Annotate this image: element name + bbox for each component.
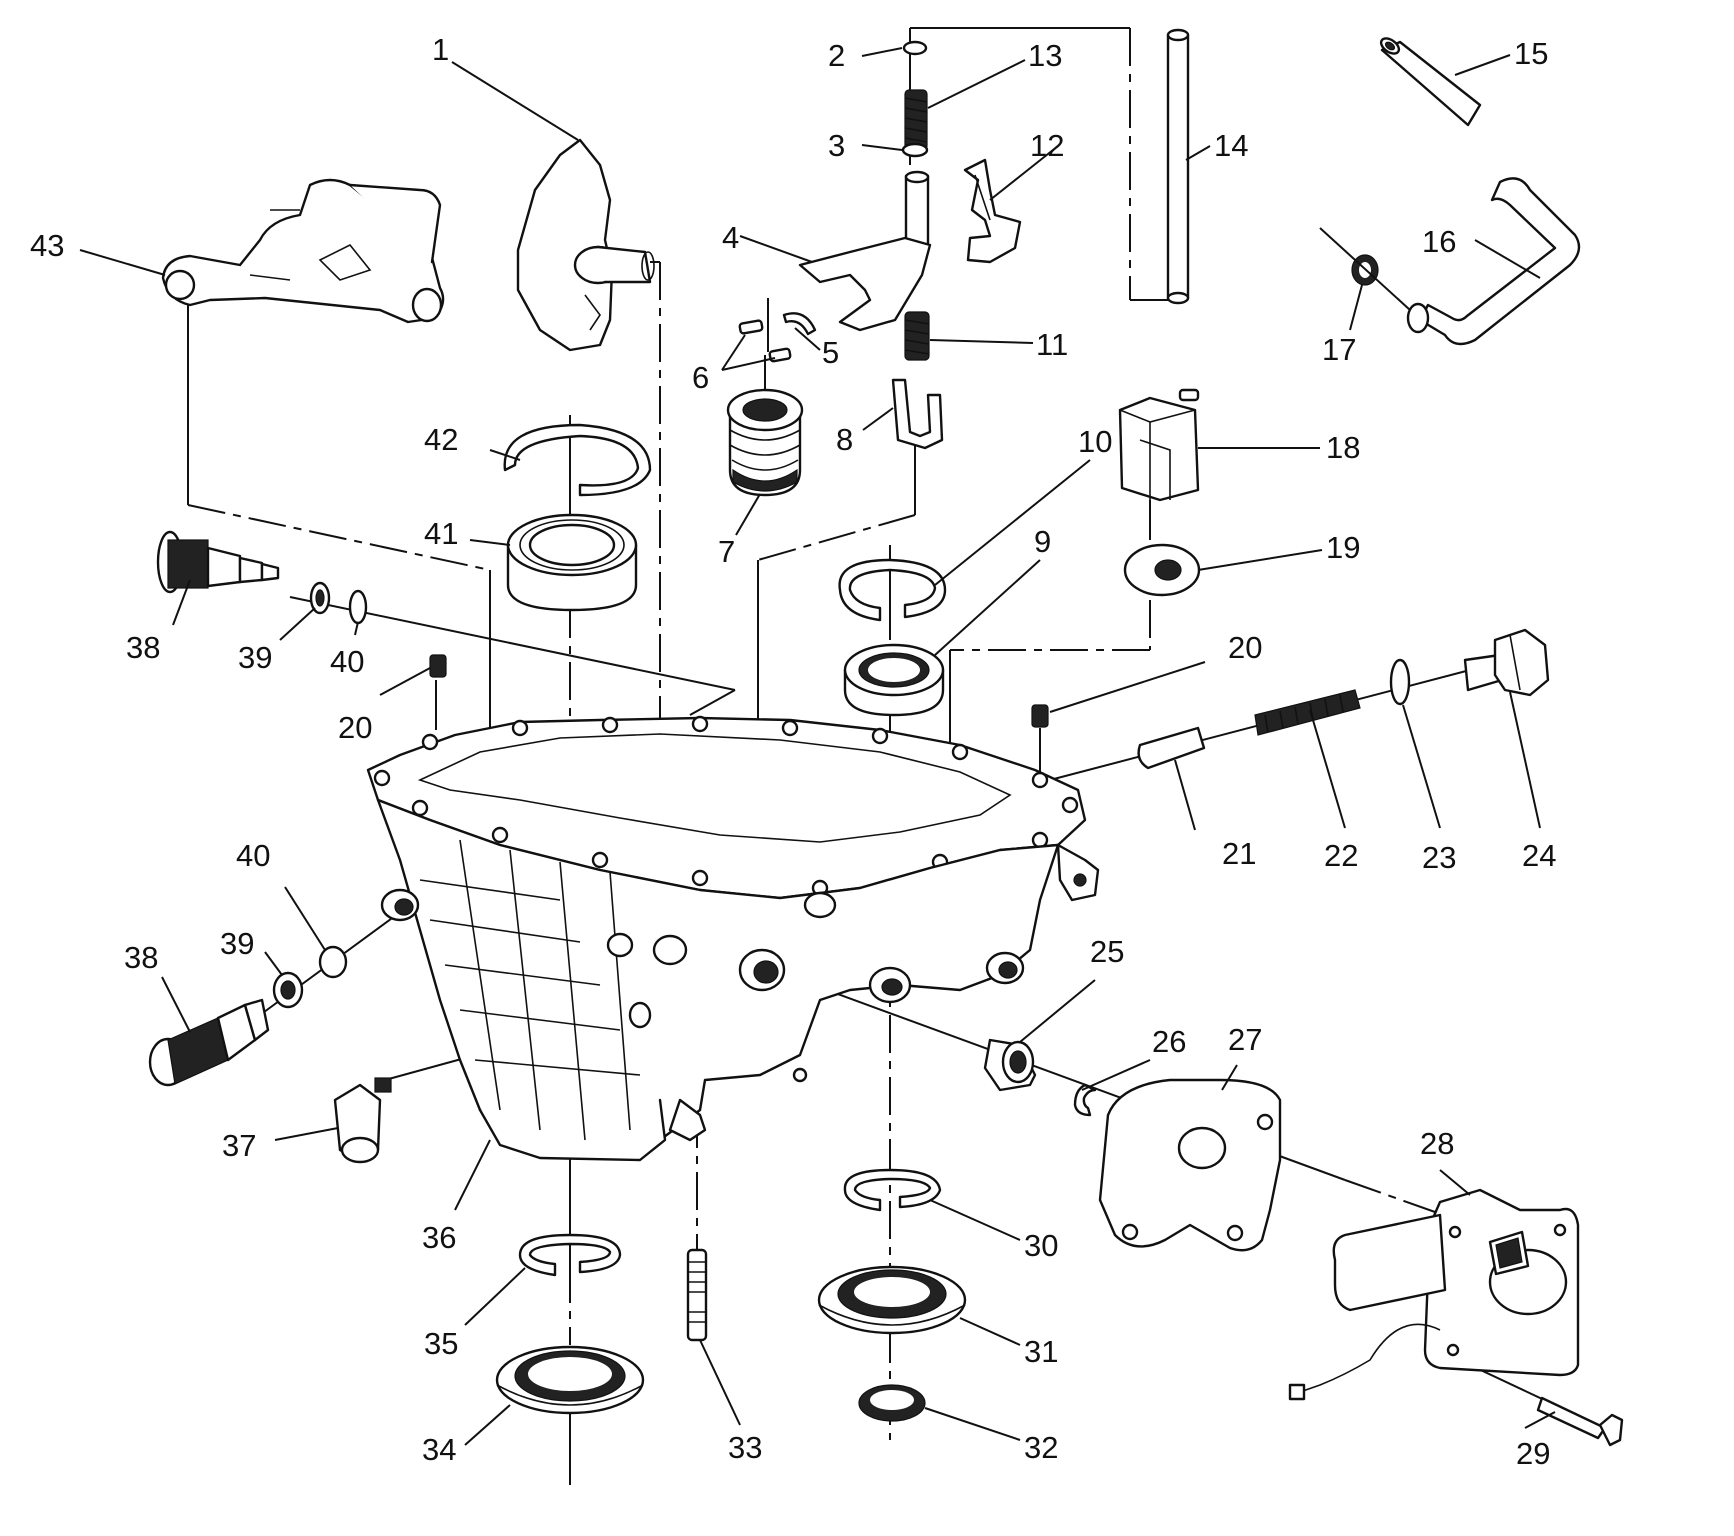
callout-5: 5 bbox=[822, 335, 839, 370]
part-11-spring bbox=[904, 311, 930, 361]
part-6-pins bbox=[738, 298, 792, 363]
callout-24: 24 bbox=[1522, 838, 1556, 873]
part-16-vent-tube bbox=[1406, 177, 1581, 346]
part-4-shift-lever bbox=[798, 236, 932, 332]
callout-33: 33 bbox=[728, 1430, 762, 1465]
callout-34: 34 bbox=[422, 1432, 456, 1467]
part-13-spring bbox=[904, 89, 928, 151]
callout-15: 15 bbox=[1514, 36, 1548, 71]
callout-13: 13 bbox=[1028, 38, 1062, 73]
callout-6: 6 bbox=[692, 360, 709, 395]
part-27-plate bbox=[1098, 1078, 1282, 1252]
part-22-spring bbox=[1254, 689, 1361, 736]
callout-8: 8 bbox=[836, 422, 853, 457]
callout-21: 21 bbox=[1222, 836, 1256, 871]
part-39-washer-upper bbox=[309, 581, 331, 615]
part-39-washer-lower bbox=[272, 971, 304, 1009]
part-2-snap-ring bbox=[902, 40, 928, 56]
part-26-snap-ring bbox=[1073, 1083, 1097, 1117]
part-42-snap-ring bbox=[503, 423, 652, 497]
callout-27: 27 bbox=[1228, 1022, 1262, 1057]
callout-18: 18 bbox=[1326, 430, 1360, 465]
callout-2: 2 bbox=[828, 38, 845, 73]
part-40-o-ring-lower bbox=[318, 945, 348, 979]
part-23-o-ring bbox=[1389, 658, 1411, 706]
part-41-bearing bbox=[506, 513, 638, 612]
callout-7: 7 bbox=[718, 534, 735, 569]
callout-labels: 1 2 3 4 5 6 7 8 9 10 11 12 13 14 15 16 1… bbox=[30, 32, 1556, 1471]
part-10-snap-ring bbox=[838, 558, 947, 622]
part-7-release-bearing bbox=[726, 388, 804, 497]
callout-4: 4 bbox=[722, 220, 739, 255]
callout-17: 17 bbox=[1322, 332, 1356, 367]
part-34-seal bbox=[495, 1345, 645, 1415]
callout-41: 41 bbox=[424, 516, 458, 551]
part-20-plug-right bbox=[1031, 704, 1049, 728]
callout-35: 35 bbox=[424, 1326, 458, 1361]
callout-19: 19 bbox=[1326, 530, 1360, 565]
shift-shaft bbox=[904, 170, 930, 248]
part-17-o-ring bbox=[1319, 227, 1411, 311]
callout-31: 31 bbox=[1024, 1334, 1058, 1369]
part-1-bearing-retainer-cover bbox=[516, 138, 655, 352]
part-25-bushing bbox=[983, 1038, 1037, 1092]
callout-25: 25 bbox=[1090, 934, 1124, 969]
part-38-plug-upper bbox=[156, 530, 280, 594]
callout-36: 36 bbox=[422, 1220, 456, 1255]
part-9-bearing bbox=[843, 643, 945, 717]
callout-37: 37 bbox=[222, 1128, 256, 1163]
part-37-sensor bbox=[333, 1077, 392, 1164]
part-3-washer bbox=[901, 142, 929, 158]
callout-16: 16 bbox=[1422, 224, 1456, 259]
callout-38-lower: 38 bbox=[124, 940, 158, 975]
callout-20-right: 20 bbox=[1228, 630, 1262, 665]
part-14-shift-rail bbox=[1166, 28, 1190, 305]
callout-26: 26 bbox=[1152, 1024, 1186, 1059]
callout-10: 10 bbox=[1078, 424, 1112, 459]
callout-22: 22 bbox=[1324, 838, 1358, 873]
callout-32: 32 bbox=[1024, 1430, 1058, 1465]
callout-39-lower: 39 bbox=[220, 926, 254, 961]
callout-30: 30 bbox=[1024, 1228, 1058, 1263]
callout-1: 1 bbox=[432, 32, 449, 67]
part-30-snap-ring bbox=[843, 1168, 942, 1212]
callout-28: 28 bbox=[1420, 1126, 1454, 1161]
part-31-seal bbox=[817, 1265, 967, 1335]
transmission-case bbox=[366, 715, 1100, 1162]
part-19-washer bbox=[1123, 543, 1201, 597]
callout-9: 9 bbox=[1034, 524, 1051, 559]
part-43-clutch-fork bbox=[161, 178, 445, 324]
callout-40-upper: 40 bbox=[330, 644, 364, 679]
part-12-bracket bbox=[963, 158, 1022, 264]
leader-lines bbox=[79, 47, 1556, 1446]
part-18-sensor bbox=[1118, 388, 1200, 502]
part-35-snap-ring bbox=[518, 1233, 622, 1277]
callout-29: 29 bbox=[1516, 1436, 1550, 1471]
callout-20-left: 20 bbox=[338, 710, 372, 745]
callout-3: 3 bbox=[828, 128, 845, 163]
callout-40-lower: 40 bbox=[236, 838, 270, 873]
part-29-bolt bbox=[1536, 1396, 1624, 1447]
part-28-actuator bbox=[1288, 1188, 1580, 1401]
part-24-plug-bolt bbox=[1463, 628, 1550, 697]
part-33-stud bbox=[686, 1248, 708, 1342]
part-20-plug-left bbox=[429, 654, 447, 678]
callout-14: 14 bbox=[1214, 128, 1248, 163]
callout-12: 12 bbox=[1030, 128, 1064, 163]
part-5-clip bbox=[782, 312, 817, 336]
callout-42: 42 bbox=[424, 422, 458, 457]
callout-11: 11 bbox=[1036, 327, 1068, 362]
callout-39-upper: 39 bbox=[238, 640, 272, 675]
part-15-vent-hose bbox=[1379, 37, 1482, 127]
callout-43: 43 bbox=[30, 228, 64, 263]
part-40-o-ring-upper bbox=[348, 589, 368, 625]
callout-23: 23 bbox=[1422, 840, 1456, 875]
callout-38-upper: 38 bbox=[126, 630, 160, 665]
flange-bolt-holes bbox=[373, 715, 1079, 897]
part-8-fork-clip bbox=[891, 378, 944, 450]
part-32-small-seal bbox=[858, 1384, 926, 1422]
part-21-plunger bbox=[1137, 726, 1206, 770]
part-38-plug-lower bbox=[148, 998, 270, 1087]
